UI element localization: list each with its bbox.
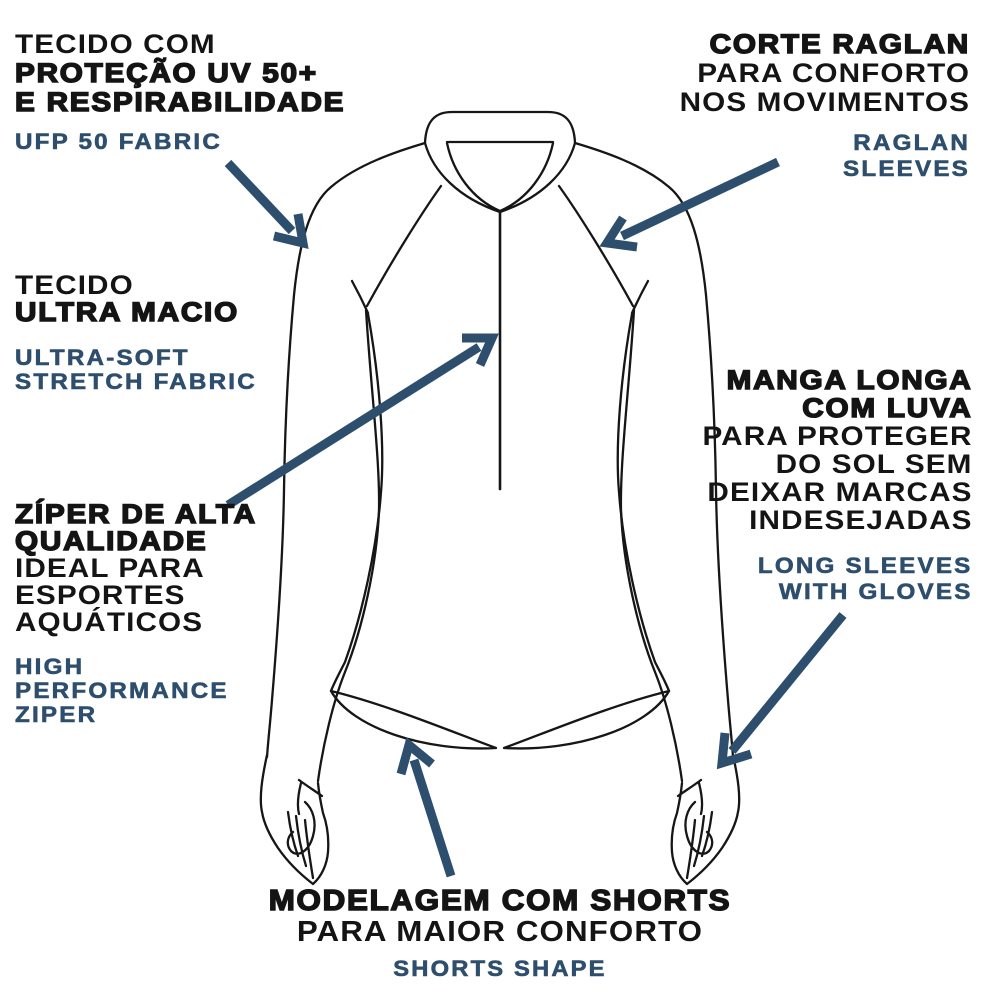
arrow-uv-fabric xyxy=(224,159,309,249)
label-sleeves-pt-line5: DEIXAR MARCAS xyxy=(707,477,973,507)
leg-openings xyxy=(329,689,671,750)
label-soft-pt-line1: TECIDO xyxy=(15,270,134,300)
label-zipper-en-line2: PERFORMANCE xyxy=(15,678,229,703)
label-raglan-pt-line1: CORTE RAGLAN xyxy=(709,29,970,60)
label-zipper-quality: ZÍPER DE ALTA QUALIDADE IDEAL PARA ESPOR… xyxy=(14,499,257,727)
right-glove xyxy=(670,753,741,886)
label-sleeves-pt-line4: DO SOL SEM xyxy=(776,449,973,479)
label-zipper-en-line3: ZIPER xyxy=(15,702,98,727)
label-zipper-pt-line5: AQUÁTICOS xyxy=(15,607,204,637)
sleeves-outline xyxy=(265,141,735,783)
torso-outline xyxy=(329,312,671,693)
label-raglan-en-line1: RAGLAN xyxy=(853,130,970,156)
label-raglan-pt-line3: NOS MOVIMENTOS xyxy=(679,87,970,117)
label-raglan-cut: CORTE RAGLAN PARA CONFORTO NOS MOVIMENTO… xyxy=(679,29,970,182)
label-shorts-shape: MODELAGEM COM SHORTS PARA MAIOR CONFORTO… xyxy=(0,885,1000,981)
label-sleeves-pt-line3: PARA PROTEGER xyxy=(702,421,973,451)
raglan-seams xyxy=(350,184,650,315)
arrow-gloves xyxy=(716,612,847,770)
label-sleeves-en-line2: WITH GLOVES xyxy=(779,579,973,605)
label-zipper-pt-line3: IDEAL PARA xyxy=(15,553,205,583)
arrow-raglan-sleeves xyxy=(599,157,780,252)
label-soft-pt-line2: ULTRA MACIO xyxy=(14,297,239,327)
label-raglan-en-line2: SLEEVES xyxy=(842,156,970,182)
label-long-sleeves: MANGA LONGA COM LUVA PARA PROTEGER DO SO… xyxy=(702,365,973,605)
swimsuit-drawing xyxy=(259,110,741,886)
arrow-shorts-shape xyxy=(396,737,456,878)
label-sleeves-pt-line2: COM LUVA xyxy=(802,393,973,423)
label-shorts-pt-line2: PARA MAIOR CONFORTO xyxy=(296,916,704,948)
annotation-arrows xyxy=(224,157,847,878)
label-zipper-pt-line2: QUALIDADE xyxy=(14,526,208,556)
label-zipper-pt-line1: ZÍPER DE ALTA xyxy=(14,499,257,529)
label-uv-pt-line2: PROTEÇÃO UV 50+ xyxy=(14,58,318,89)
label-shorts-en: SHORTS SHAPE xyxy=(393,956,607,981)
label-soft-fabric: TECIDO ULTRA MACIO ULTRA-SOFT STRETCH FA… xyxy=(14,270,257,394)
label-shorts-pt-line1: MODELAGEM COM SHORTS xyxy=(268,885,732,918)
label-sleeves-pt-line1: MANGA LONGA xyxy=(726,365,973,395)
label-sleeves-pt-line6: INDESEJADAS xyxy=(749,505,973,535)
arrow-zipper xyxy=(225,333,499,509)
label-sleeves-en-line1: LONG SLEEVES xyxy=(758,553,973,579)
label-uv-protection: TECIDO COM PROTEÇÃO UV 50+ E RESPIRABILI… xyxy=(14,29,346,154)
collar-outline xyxy=(423,110,577,214)
label-uv-pt-line1: TECIDO COM xyxy=(15,29,216,59)
label-zipper-en-line1: HIGH xyxy=(15,654,85,679)
label-raglan-pt-line2: PARA CONFORTO xyxy=(697,58,970,88)
left-glove xyxy=(259,753,330,886)
label-soft-en-line1: ULTRA-SOFT xyxy=(15,345,190,370)
label-uv-en: UFP 50 FABRIC xyxy=(15,129,223,154)
label-soft-en-line2: STRETCH FABRIC xyxy=(15,369,257,394)
label-uv-pt-line3: E RESPIRABILIDADE xyxy=(14,87,346,118)
label-zipper-pt-line4: ESPORTES xyxy=(15,580,186,610)
